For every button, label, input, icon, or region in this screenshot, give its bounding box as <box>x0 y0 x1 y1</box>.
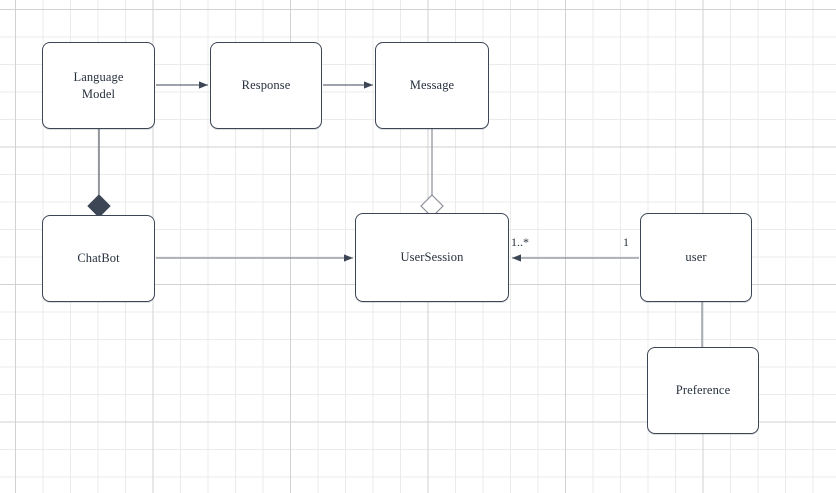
multiplicity-label-user: 1 <box>623 235 629 249</box>
node-response[interactable]: Response <box>210 42 322 129</box>
filled-diamond-icon <box>87 194 111 218</box>
node-response-label: Response <box>241 78 291 92</box>
node-usersession-label: UserSession <box>400 250 464 264</box>
edge-language-model-to-chatbot <box>87 129 111 218</box>
node-chatbot[interactable]: ChatBot <box>42 215 155 302</box>
node-usersession[interactable]: UserSession <box>355 213 509 302</box>
multiplicity-label-usersession: 1..* <box>511 235 529 249</box>
node-user[interactable]: user <box>640 213 752 302</box>
node-preference[interactable]: Preference <box>647 347 759 434</box>
node-user-label: user <box>685 250 707 264</box>
edge-message-to-usersession <box>420 129 444 218</box>
node-chatbot-label: ChatBot <box>77 251 120 265</box>
node-message-label: Message <box>409 78 455 92</box>
node-message[interactable]: Message <box>375 42 489 129</box>
node-language-model-label: Language Model <box>73 69 124 101</box>
node-language-model[interactable]: Language Model <box>42 42 155 129</box>
node-preference-label: Preference <box>675 383 731 397</box>
